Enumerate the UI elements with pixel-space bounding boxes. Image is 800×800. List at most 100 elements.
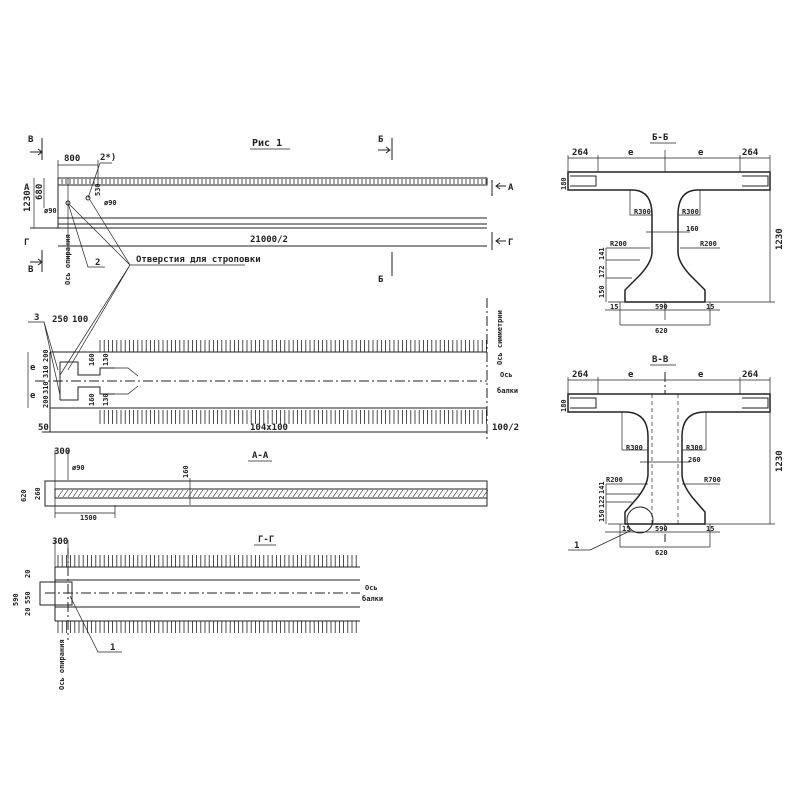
hatch-line	[132, 489, 139, 498]
callout-3: 3	[34, 313, 39, 323]
dim-100: 100	[72, 315, 88, 325]
hatch-line	[457, 489, 464, 498]
height-1230-vv: 1230	[775, 450, 785, 472]
section-aa-title: А-А	[252, 451, 269, 461]
hatch-line	[302, 489, 309, 498]
dim-160-top: 160	[88, 353, 96, 366]
hatch-line	[267, 489, 274, 498]
hatch-line	[137, 489, 144, 498]
callout-2-star: 2*)	[100, 153, 116, 163]
hatch-line	[337, 489, 344, 498]
dim-310-top: 310	[42, 365, 50, 378]
holes-label: Отверстия для строповки	[136, 255, 261, 265]
dim-180-vv: 180	[560, 399, 568, 412]
symmetry-axis-label: Ось симметрии	[496, 310, 504, 365]
section-mark-b-bottom: Б	[378, 275, 384, 285]
dim-1230: 1230	[23, 190, 33, 212]
dim-620: 620	[20, 489, 28, 502]
dim-15-left: 15	[610, 303, 618, 311]
hatch-line	[367, 489, 374, 498]
hatch-line	[82, 489, 89, 498]
hatch-line	[437, 489, 444, 498]
r200-left: R200	[610, 240, 627, 248]
section-mark-a: А	[508, 183, 514, 193]
hatch-line	[217, 489, 224, 498]
hatch-line	[322, 489, 329, 498]
dim-800: 800	[64, 154, 80, 164]
dim-130-bottom: 130	[102, 393, 110, 406]
hatch-line	[112, 489, 119, 498]
spacing-label: 104х100	[250, 423, 288, 433]
dim-264-right: 264	[742, 148, 759, 158]
hatch-line	[97, 489, 104, 498]
hatch-line	[482, 489, 489, 498]
dim-172: 172	[598, 265, 606, 278]
hatch-line	[122, 489, 129, 498]
hatch-line	[67, 489, 74, 498]
dim-15-right-vv: 15	[706, 525, 714, 533]
dim-300-gg: 300	[52, 537, 68, 547]
hatch-line	[277, 489, 284, 498]
hatch-line	[102, 489, 109, 498]
hatch-line	[77, 489, 84, 498]
hatch-line	[297, 489, 304, 498]
height-1230-bb: 1230	[775, 228, 785, 250]
hatch-line	[377, 489, 384, 498]
dim-150-vv: 150	[598, 509, 606, 522]
hatch-line	[242, 489, 249, 498]
dim-264-left: 264	[572, 148, 589, 158]
dia-90-left: ø90	[44, 207, 57, 215]
section-aa: А-А 300 ø90 160 620 260 1500	[20, 447, 489, 522]
hatch-line	[272, 489, 279, 498]
dim-15-left-vv: 15	[622, 525, 630, 533]
hatch-line	[442, 489, 449, 498]
support-axis-label: Ось опирания	[64, 234, 72, 285]
dia-90: ø90	[72, 464, 85, 472]
r700-right-vv: R700	[704, 476, 721, 484]
hatch-line	[92, 489, 99, 498]
r300-left: R300	[634, 208, 651, 216]
hatch-line	[422, 489, 429, 498]
section-mark-b-top: Б	[378, 135, 384, 145]
hatch-line	[127, 489, 134, 498]
dim-160: 160	[182, 465, 190, 478]
section-bb-title: Б-Б	[652, 133, 669, 143]
hatch-line	[347, 489, 354, 498]
section-mark-a-left: А	[24, 183, 30, 193]
section-mark-v-bottom: В	[28, 265, 34, 275]
hatch-line	[372, 489, 379, 498]
hatch-line	[362, 489, 369, 498]
dim-590: 590	[12, 593, 20, 606]
beam-axis-label-1: Ось	[500, 371, 513, 379]
section-mark-g-right: Г	[508, 238, 513, 248]
section-mark-v-top: В	[28, 135, 34, 145]
r300-right: R300	[682, 208, 699, 216]
dim-130-top: 130	[102, 353, 110, 366]
section-vv-title: В-В	[652, 355, 669, 365]
hatch-line	[117, 489, 124, 498]
hatch-line	[257, 489, 264, 498]
half-end-label: 100/2	[492, 423, 519, 433]
hatch-line	[212, 489, 219, 498]
web-160: 160	[686, 225, 699, 233]
dim-180: 180	[560, 177, 568, 190]
section-gg-title: Г-Г	[258, 535, 274, 545]
hatch-line	[307, 489, 314, 498]
hatch-line	[432, 489, 439, 498]
hatch-line	[167, 489, 174, 498]
hatch-line	[202, 489, 209, 498]
hatch-line	[237, 489, 244, 498]
hatch-line	[462, 489, 469, 498]
hatch-line	[62, 489, 69, 498]
dim-264-left-vv: 264	[572, 370, 589, 380]
r200-left-vv: R200	[606, 476, 623, 484]
hatch-line	[332, 489, 339, 498]
dim-160-bottom: 160	[88, 393, 96, 406]
hatch-line	[162, 489, 169, 498]
hatch-line	[222, 489, 229, 498]
section-bb: Б-Б 264 e e 264 180 R300 R300 160 R200 R…	[560, 133, 785, 335]
hatch-line	[357, 489, 364, 498]
hatch-line	[72, 489, 79, 498]
dim-150: 150	[598, 285, 606, 298]
